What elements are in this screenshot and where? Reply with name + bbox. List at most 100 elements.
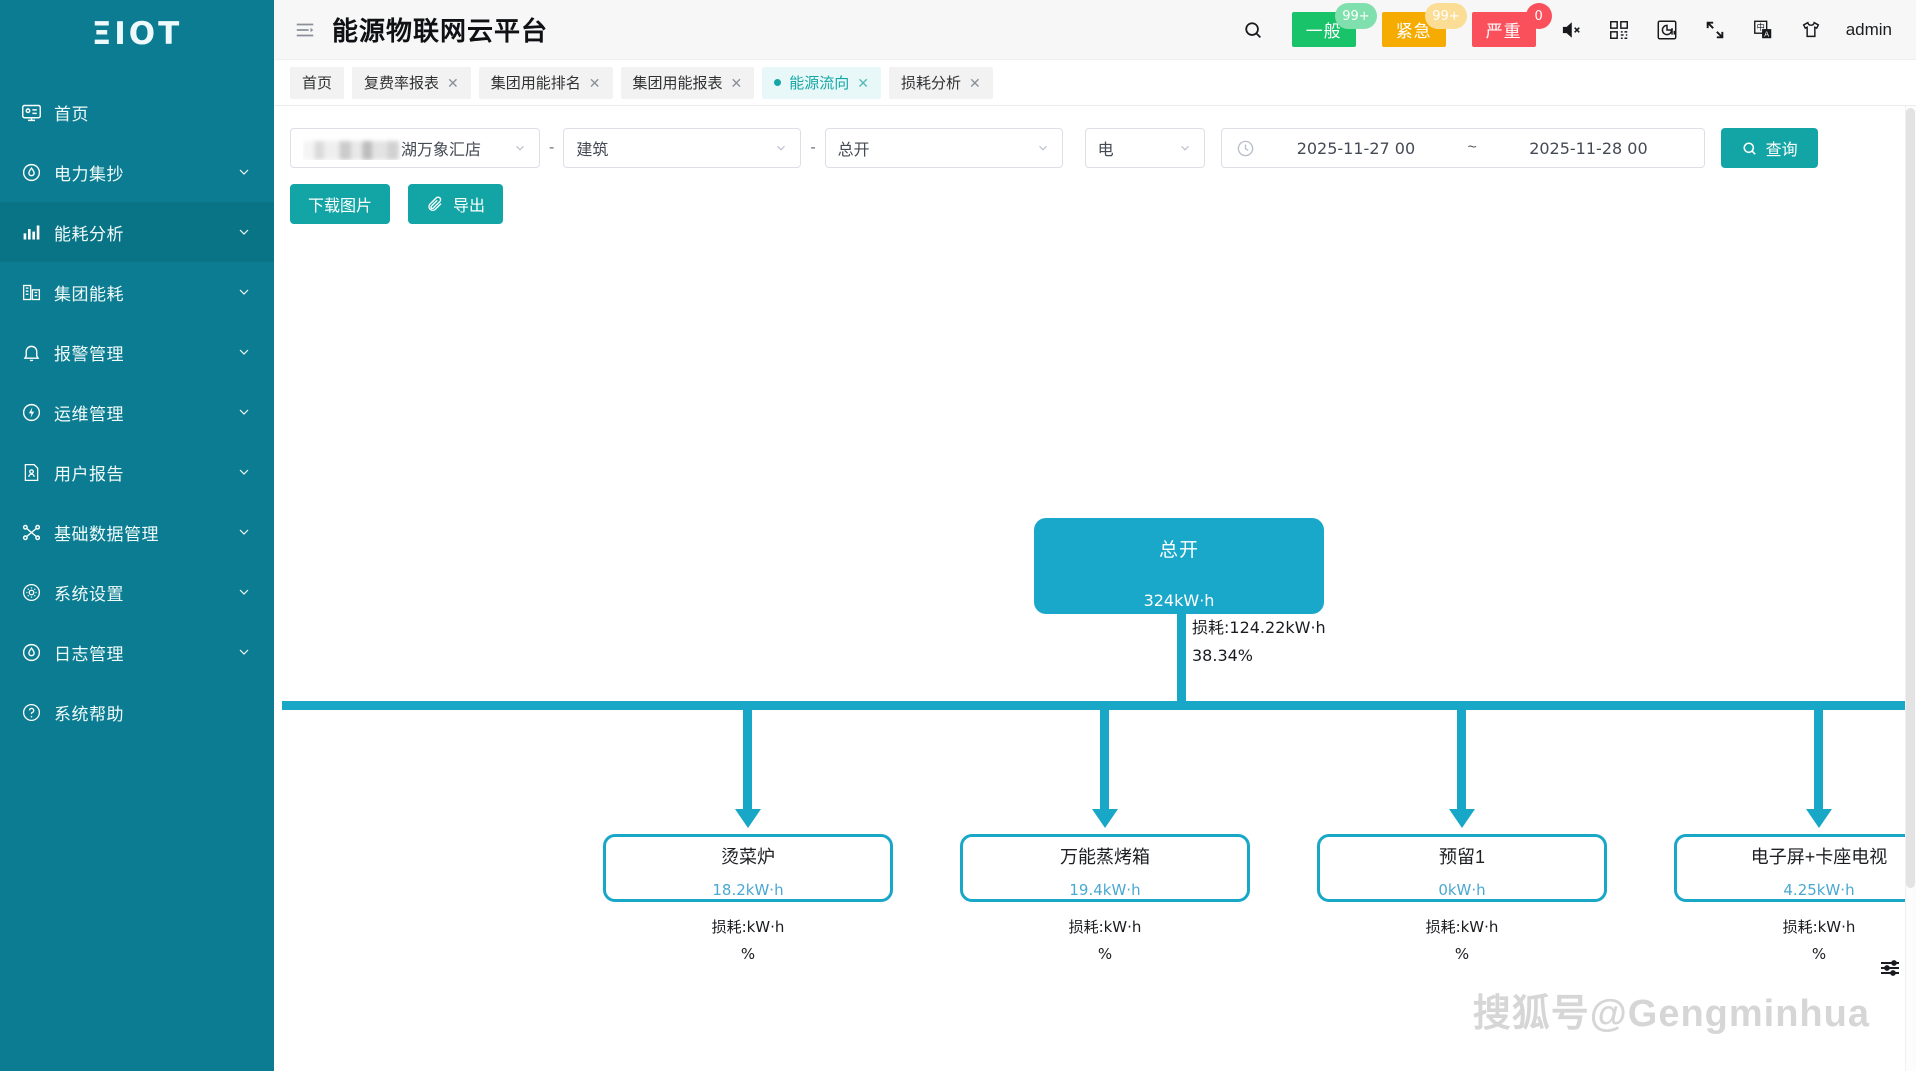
action-bar: 下载图片 导出 <box>274 168 1916 224</box>
theme-shirt-icon[interactable] <box>1798 17 1824 43</box>
flow-leaf-loss-label: 损耗:kW·h <box>960 914 1250 941</box>
flow-connector <box>1457 710 1466 810</box>
sidebar-item-label: 用户报告 <box>54 460 124 485</box>
top-header: 能源物联网云平台 一般 99+ 紧急 99+ 严重 <box>274 0 1916 60</box>
flow-leaf-node[interactable]: 电子屏+卡座电视 4.25kW·h <box>1674 834 1916 902</box>
dashboard-chart-icon[interactable] <box>1654 17 1680 43</box>
chevron-down-icon[interactable] <box>236 584 252 600</box>
sidebar-item-alarm-management[interactable]: 报警管理 <box>0 322 274 382</box>
sidebar-item-power-reading[interactable]: 电力集抄 <box>0 142 274 202</box>
username-label[interactable]: admin <box>1846 20 1892 40</box>
sidebar-item-label: 报警管理 <box>54 340 124 365</box>
sidebar-item-system-settings[interactable]: 系统设置 <box>0 562 274 622</box>
tab-close-icon[interactable]: ✕ <box>969 76 981 90</box>
alarm-severe[interactable]: 严重 0 <box>1472 12 1536 47</box>
circuit-select-value: 总开 <box>838 136 870 160</box>
flow-root-stem <box>1177 614 1186 704</box>
vertical-scrollbar[interactable] <box>1905 106 1916 1071</box>
language-switch-icon[interactable]: 中A <box>1750 17 1776 43</box>
sidebar-item-label: 集团能耗 <box>54 280 124 305</box>
query-button-label: 查询 <box>1766 136 1798 160</box>
circuit-select[interactable]: 总开 <box>825 128 1063 168</box>
tab-close-icon[interactable]: ✕ <box>857 76 869 90</box>
sidebar-item-basic-data[interactable]: 基础数据管理 <box>0 502 274 562</box>
tab-label: 复费率报表 <box>364 72 439 93</box>
tab-energy-flow[interactable]: 能源流向 ✕ <box>762 67 881 99</box>
arrow-down-icon <box>735 809 761 828</box>
building-icon <box>18 279 44 305</box>
nodes-icon <box>18 519 44 545</box>
menu-collapse-icon[interactable] <box>292 17 318 43</box>
download-image-button[interactable]: 下载图片 <box>290 184 390 224</box>
flow-leaf-loss: 损耗:kW·h % <box>603 914 893 968</box>
chevron-down-icon[interactable] <box>236 644 252 660</box>
tab-close-icon[interactable]: ✕ <box>447 76 459 90</box>
sidebar-item-home[interactable]: 首页 <box>0 82 274 142</box>
gear-icon <box>18 579 44 605</box>
flow-leaf-node[interactable]: 预留1 0kW·h <box>1317 834 1607 902</box>
question-icon <box>18 699 44 725</box>
flow-root-node[interactable]: 总开 324kW·h <box>1034 518 1324 614</box>
level-select[interactable]: 建筑 <box>563 128 801 168</box>
flow-leaf-loss-percent: % <box>603 941 893 968</box>
chevron-down-icon[interactable] <box>236 464 252 480</box>
tab-close-icon[interactable]: ✕ <box>731 76 743 90</box>
tab-label: 首页 <box>302 72 332 93</box>
speaker-mute-icon[interactable] <box>1558 17 1584 43</box>
chevron-down-icon[interactable] <box>236 404 252 420</box>
flow-bus-line <box>282 701 1916 710</box>
filter-bar: 湖万象汇店 - 建筑 - 总开 电 <box>274 106 1916 168</box>
bell-icon <box>18 339 44 365</box>
app-logo: ΞIOT <box>92 16 183 52</box>
sidebar-item-group-energy[interactable]: 集团能耗 <box>0 262 274 322</box>
tab-rate-report[interactable]: 复费率报表 ✕ <box>352 67 471 99</box>
alarm-urgent[interactable]: 紧急 99+ <box>1382 12 1446 47</box>
sliders-icon[interactable] <box>1878 956 1902 980</box>
chevron-down-icon[interactable] <box>236 164 252 180</box>
flow-leaf-value: 18.2kW·h <box>712 881 783 899</box>
chevron-down-icon[interactable] <box>236 224 252 240</box>
flow-root-loss: 损耗:124.22kW·h 38.34% <box>1192 614 1442 670</box>
sidebar-item-user-report[interactable]: 用户报告 <box>0 442 274 502</box>
flow-leaf-node[interactable]: 万能蒸烤箱 19.4kW·h <box>960 834 1250 902</box>
report-person-icon <box>18 459 44 485</box>
chevron-down-icon[interactable] <box>236 344 252 360</box>
flow-leaf-node[interactable]: 烫菜炉 18.2kW·h <box>603 834 893 902</box>
query-button[interactable]: 查询 <box>1721 128 1818 168</box>
qr-grid-icon[interactable] <box>1606 17 1632 43</box>
tab-group-energy-ranking[interactable]: 集团用能排名 ✕ <box>479 67 613 99</box>
sidebar-item-energy-analysis[interactable]: 能耗分析 <box>0 202 274 262</box>
tab-group-energy-report[interactable]: 集团用能报表 ✕ <box>621 67 755 99</box>
energy-type-select[interactable]: 电 <box>1085 128 1205 168</box>
tab-close-icon[interactable]: ✕ <box>589 76 601 90</box>
tab-label: 集团用能报表 <box>633 72 723 93</box>
flow-leaf-name: 烫菜炉 <box>721 843 775 869</box>
sidebar-item-system-help[interactable]: 系统帮助 <box>0 682 274 742</box>
scrollbar-thumb[interactable] <box>1906 108 1915 888</box>
tab-label: 能源流向 <box>789 72 849 93</box>
search-icon[interactable] <box>1240 17 1266 43</box>
energy-type-value: 电 <box>1098 136 1114 160</box>
clock-icon <box>1236 139 1255 158</box>
arrow-down-icon <box>1806 809 1832 828</box>
store-select[interactable]: 湖万象汇店 <box>290 128 540 168</box>
tab-loss-analysis[interactable]: 损耗分析 ✕ <box>889 67 993 99</box>
flow-leaf-name: 预留1 <box>1439 843 1485 869</box>
chevron-down-icon[interactable] <box>236 284 252 300</box>
date-start-input[interactable]: 2025-11-27 00 <box>1255 139 1458 158</box>
paperclip-icon <box>426 195 444 213</box>
flow-leaf-name: 电子屏+卡座电视 <box>1751 843 1888 869</box>
export-button[interactable]: 导出 <box>408 184 503 224</box>
page-title: 能源物联网云平台 <box>332 11 548 48</box>
date-end-input[interactable]: 2025-11-28 00 <box>1487 139 1690 158</box>
sidebar-item-log-management[interactable]: 日志管理 <box>0 622 274 682</box>
alarm-normal[interactable]: 一般 99+ <box>1292 12 1356 47</box>
sidebar-item-operations[interactable]: 运维管理 <box>0 382 274 442</box>
tab-home[interactable]: 首页 <box>290 67 344 99</box>
tab-label: 损耗分析 <box>901 72 961 93</box>
date-range-picker[interactable]: 2025-11-27 00 ~ 2025-11-28 00 <box>1221 128 1705 168</box>
flow-connector <box>743 710 752 810</box>
fullscreen-icon[interactable] <box>1702 17 1728 43</box>
chevron-down-icon[interactable] <box>236 524 252 540</box>
home-monitor-icon <box>18 99 44 125</box>
